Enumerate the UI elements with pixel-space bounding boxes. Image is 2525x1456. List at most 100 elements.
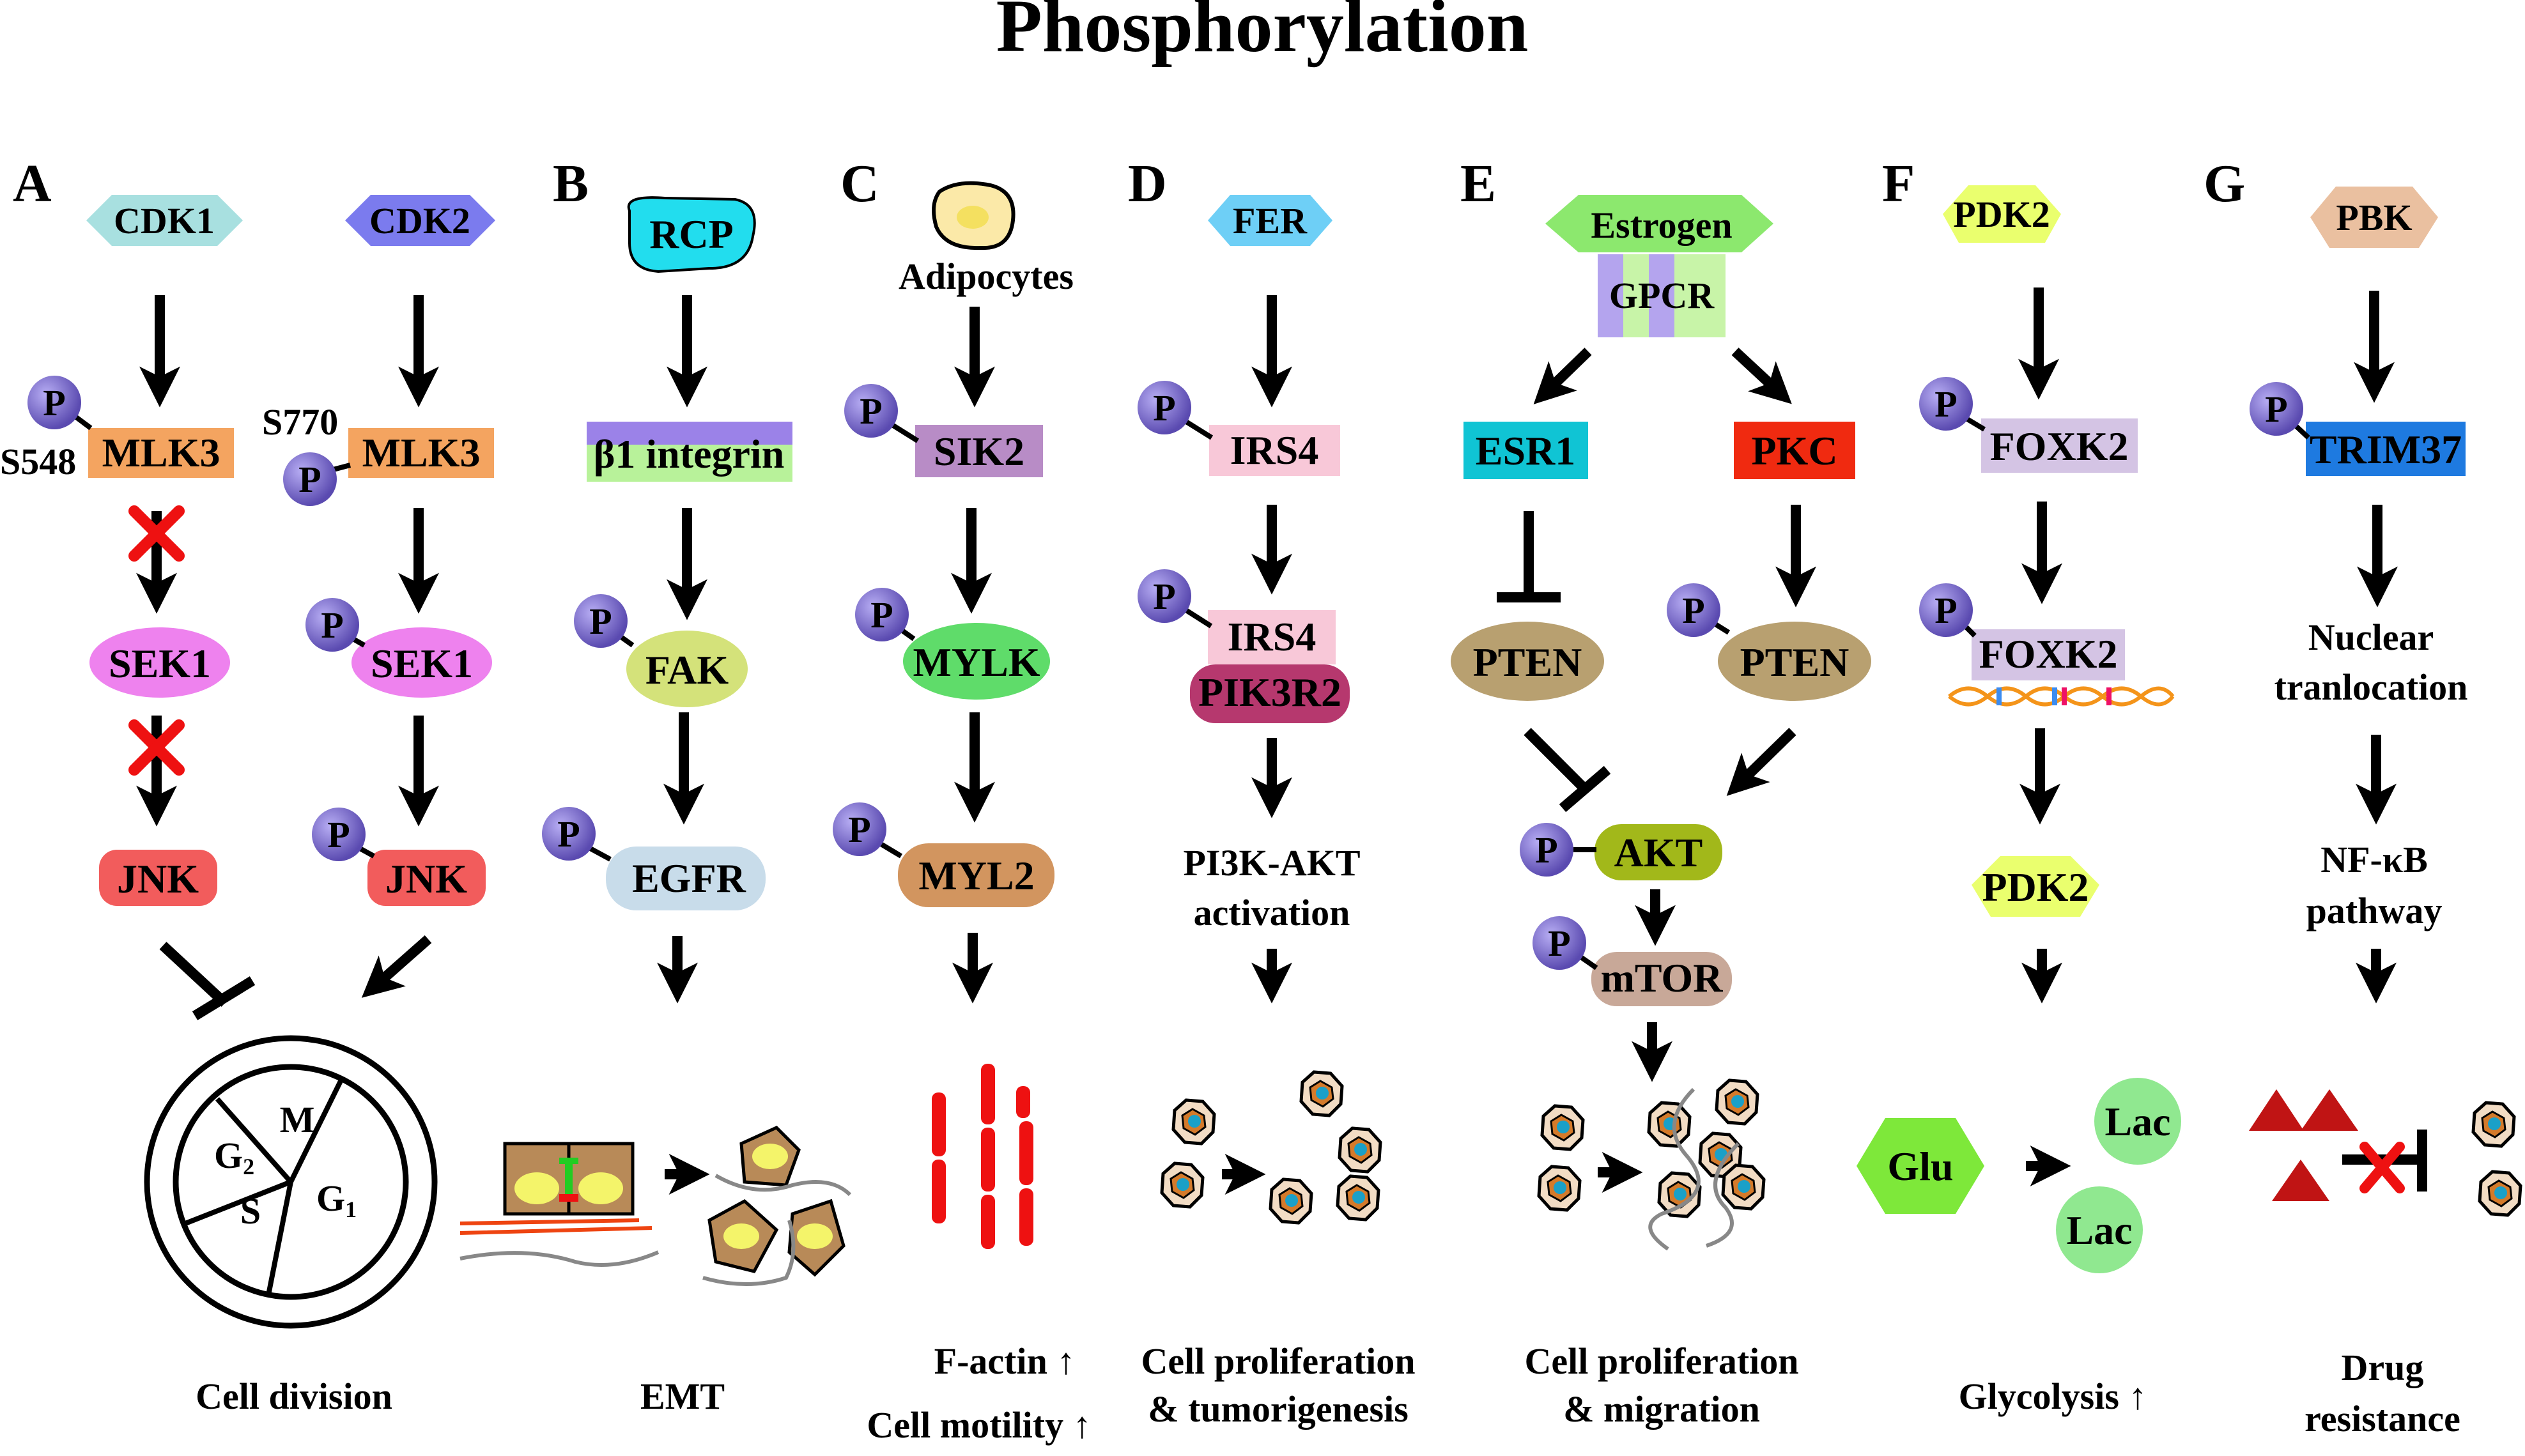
mlk3-right-label: MLK3 xyxy=(362,430,481,475)
ecm-fibers-left xyxy=(459,1250,660,1267)
phospho-irs4-top-label: P xyxy=(1153,387,1175,429)
cdk1-hexagon xyxy=(86,195,243,246)
egfr-label: EGFR xyxy=(632,855,746,901)
inhibit-jnk-cycle xyxy=(159,942,229,1007)
glu-hexagon xyxy=(1857,1118,1984,1214)
irs4-bottom-box xyxy=(1208,610,1336,664)
figure-title: Phosphorylation xyxy=(996,0,1529,68)
outcome-g-1: Drug xyxy=(2342,1347,2424,1388)
lac-label-1: Lac xyxy=(2104,1099,2170,1144)
sek1-right-label: SEK1 xyxy=(371,641,473,686)
panel-d-letter: D xyxy=(1128,154,1167,213)
arrow-jnk-cycle xyxy=(361,935,432,998)
fer-label: FER xyxy=(1233,200,1308,241)
phospho-foxk2-top xyxy=(1919,377,1973,431)
nuclear-line1: Nuclear xyxy=(2308,617,2434,658)
phospho-egfr-label: P xyxy=(557,813,580,855)
rcp-blob xyxy=(627,196,756,273)
outcome-g-2: resistance xyxy=(2305,1398,2460,1439)
phospho-myl2-label: P xyxy=(848,809,870,850)
phospho-irs4-bottom xyxy=(1138,569,1191,623)
outcome-c-1: F-actin ↑ xyxy=(934,1340,1076,1382)
jnk-left-box xyxy=(99,850,217,906)
esr1-box xyxy=(1463,422,1588,479)
jnk-right-box xyxy=(367,850,486,906)
cell-cycle-divider-3 xyxy=(184,1179,292,1226)
pdk2-pentagon-top xyxy=(1943,185,2061,243)
phospho-akt-label: P xyxy=(1535,829,1557,871)
outcome-d-1: Cell proliferation xyxy=(1141,1340,1415,1382)
inhibit-jnk-cycle-bar xyxy=(192,976,256,1020)
phase-g2: G2 xyxy=(214,1135,254,1179)
mtor-box xyxy=(1591,952,1732,1006)
phospho-mtor xyxy=(1533,916,1586,970)
mlk3-right-box xyxy=(348,428,494,478)
nuclear-line2: tranlocation xyxy=(2274,666,2468,708)
phospho-trim37-label: P xyxy=(2265,388,2287,430)
sek1-left-label: SEK1 xyxy=(109,641,211,686)
phospho-sik2 xyxy=(844,384,898,438)
phospho-jnk-label: P xyxy=(327,814,350,855)
egfr-box xyxy=(606,847,766,910)
phospho-mylk-label: P xyxy=(870,594,893,636)
sik2-box xyxy=(915,425,1043,477)
foxk2-bottom-box xyxy=(1972,629,2125,680)
outcome-b: EMT xyxy=(640,1376,725,1417)
akt-label: AKT xyxy=(1614,830,1703,875)
nfkb-line1: NF-κB xyxy=(2320,839,2428,880)
mlk3-left-box xyxy=(88,428,234,478)
inhibit-x-2 xyxy=(128,719,185,776)
phospho-sek1-label: P xyxy=(321,604,343,646)
phase-g1: G1 xyxy=(316,1177,357,1222)
panel-f-letter: F xyxy=(1882,154,1915,213)
foxk2-top-box xyxy=(1981,418,2138,473)
fer-hexagon xyxy=(1208,195,1332,246)
sek1-left xyxy=(89,627,230,698)
cdk2-label: CDK2 xyxy=(369,200,470,241)
outcome-a: Cell division xyxy=(196,1376,392,1417)
phospho-sik2-label: P xyxy=(860,390,882,432)
arrow-gpcr-pkc xyxy=(1731,348,1792,404)
estrogen-label: Estrogen xyxy=(1591,204,1732,246)
panel-g: G PBK TRIM37 P Nuclear tranlocation NF-κ… xyxy=(2204,154,2521,1439)
foxk2-bottom-label: FOXK2 xyxy=(1979,631,2118,677)
phospho-mtor-label: P xyxy=(1548,923,1570,964)
fak-ellipse xyxy=(626,631,748,707)
inhibit-pten-akt xyxy=(1524,728,1589,793)
pkc-label: PKC xyxy=(1751,428,1837,473)
pi3k-akt-line2: activation xyxy=(1194,892,1350,933)
arrow-gpcr-esr1 xyxy=(1533,348,1592,404)
outcome-e-1: Cell proliferation xyxy=(1524,1340,1798,1382)
phospho-pten xyxy=(1667,583,1720,637)
phospho-foxk2-bottom xyxy=(1919,583,1973,637)
basement-membrane xyxy=(459,1218,652,1235)
outcome-d-2: & tumorigenesis xyxy=(1148,1388,1409,1430)
phospho-mlk3-right-label: P xyxy=(298,459,321,500)
phospho-irs4-top xyxy=(1138,381,1191,434)
phase-m: M xyxy=(280,1099,315,1140)
phospho-mlk3-right xyxy=(283,452,337,506)
panel-b: B RCP β1 integrin FAK P EGFR P xyxy=(459,154,852,1417)
dna-helix-icon xyxy=(1948,686,2175,707)
jnk-right-label: JNK xyxy=(385,856,467,901)
panel-d: D FER IRS4 P IRS4 PIK3R2 P PI3K-AKT acti… xyxy=(1128,154,1416,1430)
pik3r2-label: PIK3R2 xyxy=(1198,670,1341,715)
panel-e: E Estrogen GPCR ESR1 PKC PTEN PTEN P xyxy=(1451,154,1871,1430)
phospho-mylk xyxy=(855,588,909,641)
inhibit-x-1 xyxy=(128,505,185,562)
pbk-pentagon xyxy=(2310,187,2438,248)
resistance-x xyxy=(2359,1142,2405,1193)
phospho-mlk3-left-label: P xyxy=(43,382,65,424)
panel-b-letter: B xyxy=(553,154,589,213)
cell-cycle-inner xyxy=(173,1064,409,1300)
cell-cycle-divider-1 xyxy=(288,1077,344,1183)
adipocytes-label: Adipocytes xyxy=(899,256,1074,297)
integrin-label: β1 integrin xyxy=(594,431,785,477)
pten-left-label: PTEN xyxy=(1473,640,1582,685)
phospho-fak-label: P xyxy=(589,601,612,642)
integrin-bottom xyxy=(587,445,792,482)
irs4-bottom-label: IRS4 xyxy=(1228,614,1317,659)
mylk-ellipse xyxy=(903,623,1050,700)
outcome-c-2: Cell motility ↑ xyxy=(867,1404,1091,1446)
